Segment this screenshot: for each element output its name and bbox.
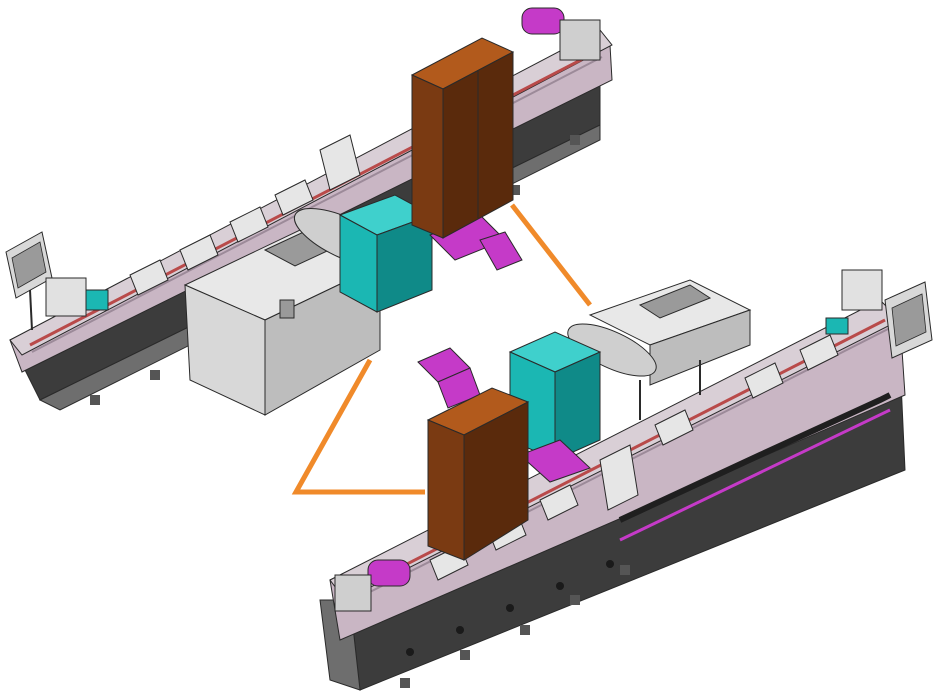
orange-cable-lower xyxy=(291,358,425,495)
upper-left-end-unit xyxy=(45,277,109,317)
upper-end-housing xyxy=(559,19,601,61)
lower-end-housing xyxy=(334,574,372,612)
upper-teal-unit xyxy=(338,194,434,313)
lower-rail-clamps xyxy=(429,334,839,581)
orange-cable xyxy=(510,203,592,307)
control-panel-right xyxy=(884,281,933,359)
control-panel-left xyxy=(5,231,53,331)
lower-cabinet xyxy=(426,387,530,561)
lower-magenta-stand xyxy=(417,347,591,483)
lower-carriage xyxy=(567,279,752,420)
lower-right-end-unit xyxy=(825,269,883,335)
lower-rail-holes xyxy=(406,560,614,656)
lower-rail-stripe xyxy=(619,408,891,542)
lower-rail-feet xyxy=(400,565,630,688)
upper-end-motor xyxy=(521,7,565,35)
lower-end-motor xyxy=(367,559,411,587)
upper-cabinet xyxy=(410,37,515,239)
lower-cable-chain xyxy=(618,392,892,523)
